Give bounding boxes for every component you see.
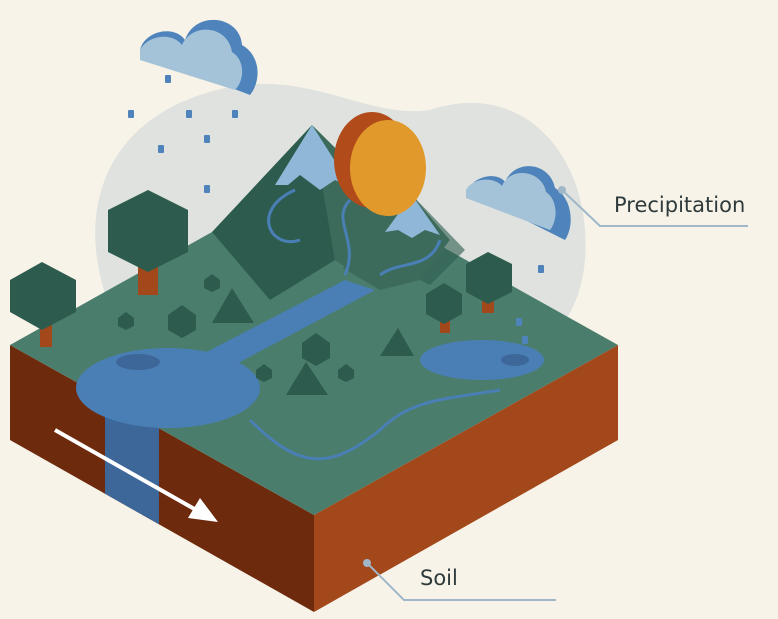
river [195, 280, 375, 370]
cloud-icon [140, 19, 258, 95]
cloud-icon [466, 166, 571, 240]
lake-icon [420, 340, 544, 380]
stream [267, 188, 442, 277]
raindrop-icon [128, 75, 544, 344]
soil-label: Soil [420, 566, 458, 590]
soil-front-face [10, 345, 314, 612]
underground-stream [248, 388, 501, 461]
precipitation-callout: Precipitation [558, 186, 748, 227]
soil-callout: Soil [363, 559, 556, 601]
leader-line [366, 562, 556, 601]
sun-icon [334, 112, 426, 216]
tree-icon [10, 190, 512, 347]
soil-right-face [314, 345, 618, 612]
leader-line [561, 189, 748, 227]
rocks [118, 274, 414, 395]
precipitation-label: Precipitation [614, 193, 745, 217]
lake-icon [76, 348, 260, 428]
flow-arrow-icon [54, 428, 218, 522]
